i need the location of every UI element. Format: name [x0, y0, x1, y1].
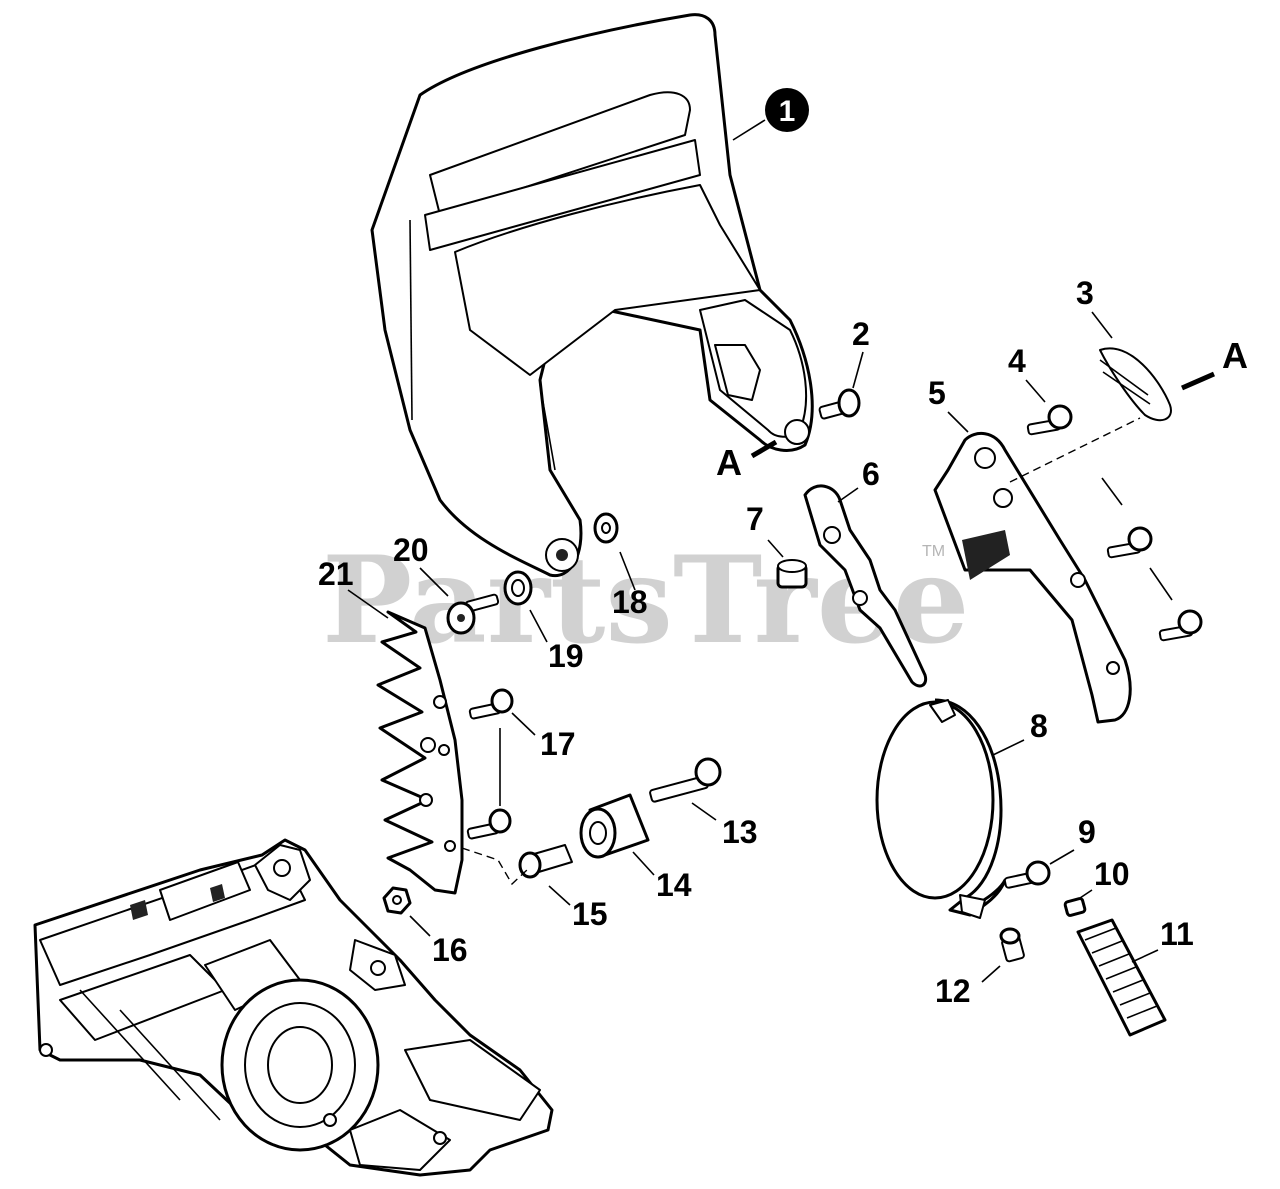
cylinder-part-14[interactable]	[579, 793, 650, 859]
callout-6[interactable]: 6	[862, 456, 880, 492]
callout-18[interactable]: 18	[612, 584, 648, 620]
screw-part-17-lower[interactable]	[466, 808, 512, 840]
callout-10[interactable]: 10	[1094, 856, 1130, 892]
svg-text:A: A	[1222, 335, 1248, 376]
brake-band-part[interactable]	[875, 698, 1007, 919]
shoulder-screw-part-20[interactable]	[446, 593, 500, 635]
engine-housing-part[interactable]	[33, 838, 554, 1177]
bushing-part-7[interactable]	[776, 559, 808, 589]
screw-part-4[interactable]	[1026, 404, 1073, 436]
callout-1-label: 1	[779, 95, 796, 128]
nut-part-16[interactable]	[382, 886, 412, 915]
spring-clip-part[interactable]	[1099, 347, 1172, 422]
screw-part-12[interactable]	[999, 927, 1025, 963]
screw-part-right-lower[interactable]	[1158, 609, 1203, 642]
screw-part-17-upper[interactable]	[468, 688, 514, 720]
callout-19[interactable]: 19	[548, 638, 584, 674]
callout-21[interactable]: 21	[318, 556, 354, 592]
callout-9[interactable]: 9	[1078, 814, 1096, 850]
hand-guard-part[interactable]	[370, 13, 814, 578]
bolt-part-13[interactable]	[649, 757, 722, 803]
screw-part-right-upper[interactable]	[1106, 526, 1153, 559]
screw-part-9[interactable]	[1003, 860, 1051, 889]
callout-4[interactable]: 4	[1008, 343, 1026, 379]
washer-part-18[interactable]	[593, 512, 619, 544]
spring-part-11[interactable]	[1076, 918, 1167, 1037]
callout-17[interactable]: 17	[540, 726, 576, 762]
shoulder-bolt-part[interactable]	[818, 388, 861, 420]
callout-15[interactable]: 15	[572, 896, 608, 932]
callout-20[interactable]: 20	[393, 532, 429, 568]
callout-1[interactable]: 1	[732, 88, 809, 141]
callout-16[interactable]: 16	[432, 932, 468, 968]
callout-13[interactable]: 13	[722, 814, 758, 850]
svg-text:A: A	[716, 442, 742, 483]
brake-latch-part[interactable]	[803, 484, 928, 688]
callout-2[interactable]: 2	[852, 316, 870, 352]
callout-12[interactable]: 12	[935, 973, 971, 1009]
plug-part-10[interactable]	[1063, 897, 1087, 917]
spiked-bumper-part[interactable]	[376, 610, 464, 895]
watermark-trademark: TM	[922, 543, 945, 560]
callout-14[interactable]: 14	[656, 867, 692, 903]
callout-8[interactable]: 8	[1030, 708, 1048, 744]
sleeve-part-15[interactable]	[518, 844, 573, 879]
spacer-part-19[interactable]	[503, 570, 533, 606]
callout-5[interactable]: 5	[928, 375, 946, 411]
callout-3[interactable]: 3	[1076, 275, 1094, 311]
callout-11[interactable]: 11	[1160, 916, 1194, 952]
callout-7[interactable]: 7	[746, 501, 764, 537]
reference-mark-a-left: A	[716, 439, 778, 483]
brake-bracket-part[interactable]	[933, 431, 1132, 724]
reference-mark-a-right: A	[1180, 335, 1248, 391]
